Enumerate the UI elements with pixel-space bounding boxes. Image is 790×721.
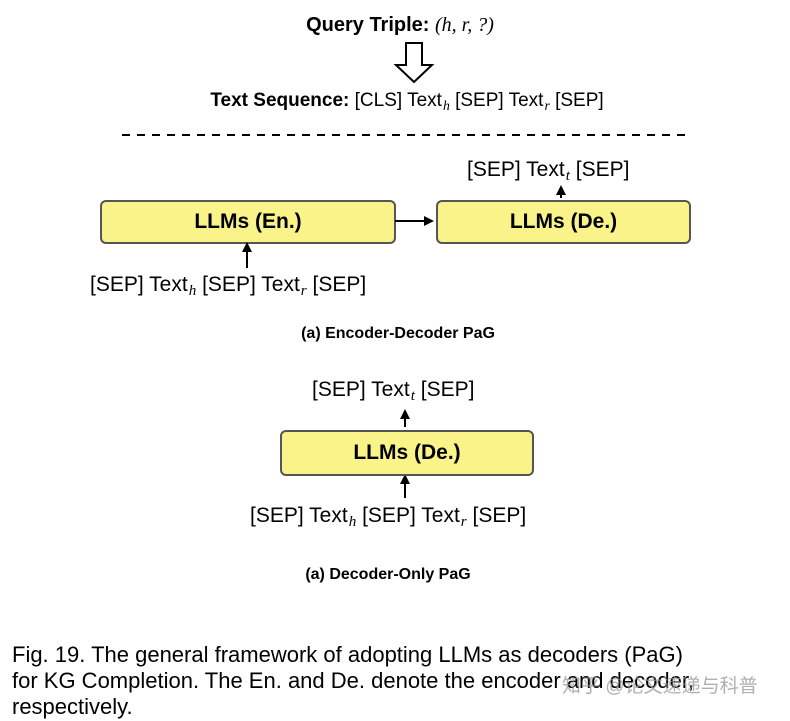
sep-token: [SEP] bbox=[90, 273, 144, 296]
encoder-decoder-input: [SEP] Texth [SEP] Textr [SEP] bbox=[90, 273, 367, 300]
sep-token: [SEP] bbox=[467, 158, 521, 181]
subscript-r: r bbox=[544, 97, 550, 113]
decoder-label: LLMs (De.) bbox=[509, 210, 618, 233]
subscript-t: t bbox=[565, 168, 570, 185]
text-sequence: Text Sequence: [CLS] Texth [SEP] Textr [… bbox=[210, 90, 604, 113]
text-token: Text bbox=[309, 504, 348, 527]
text-token: Text bbox=[407, 90, 442, 111]
sep-token: [SEP] bbox=[555, 90, 604, 111]
cls-token: [CLS] bbox=[354, 90, 403, 111]
sep-token: [SEP] bbox=[472, 504, 527, 527]
encoder-box: LLMs (En.) bbox=[100, 200, 396, 244]
text-token: Text bbox=[261, 273, 300, 296]
figure-caption-line-1: Fig. 19. The general framework of adopti… bbox=[12, 642, 683, 667]
subscript-t: t bbox=[410, 388, 415, 405]
query-triple: Query Triple: (h, r, ?) bbox=[306, 14, 494, 37]
decoder-only-caption: (a) Decoder-Only PaG bbox=[305, 566, 471, 583]
decoder-only-output: [SEP] Textt [SEP] bbox=[312, 378, 475, 405]
text-sequence-label: Text Sequence: bbox=[210, 90, 350, 111]
query-triple-label: Query Triple: bbox=[306, 14, 430, 36]
decoder-only-label: LLMs (De.) bbox=[353, 441, 461, 464]
figure-caption-line-2: for KG Completion. The En. and De. denot… bbox=[12, 668, 695, 693]
subscript-r: r bbox=[300, 283, 307, 300]
text-token: Text bbox=[421, 504, 460, 527]
subscript-r: r bbox=[460, 514, 467, 531]
subscript-h: h bbox=[442, 97, 450, 113]
encoder-decoder-output: [SEP] Textt [SEP] bbox=[467, 158, 630, 185]
figure-caption: Fig. 19. The general framework of adopti… bbox=[12, 642, 782, 720]
text-token: Text bbox=[526, 158, 565, 181]
text-token: Text bbox=[508, 90, 544, 111]
watermark: 知乎 @论文速递与科普 bbox=[562, 676, 758, 697]
sep-token: [SEP] bbox=[250, 504, 304, 527]
decoder-only-box: LLMs (De.) bbox=[280, 430, 534, 476]
text-token: Text bbox=[371, 378, 410, 401]
subscript-h: h bbox=[348, 514, 357, 531]
query-triple-value: (h, r, ?) bbox=[435, 14, 494, 36]
sep-token: [SEP] bbox=[312, 273, 367, 296]
sep-token: [SEP] bbox=[362, 504, 416, 527]
decoder-only-input: [SEP] Texth [SEP] Textr [SEP] bbox=[250, 504, 527, 531]
sep-token: [SEP] bbox=[420, 378, 475, 401]
sep-token: [SEP] bbox=[575, 158, 630, 181]
decoder-box: LLMs (De.) bbox=[436, 200, 691, 244]
encoder-decoder-caption: (a) Encoder-Decoder PaG bbox=[301, 325, 495, 342]
sep-token: [SEP] bbox=[202, 273, 256, 296]
text-token: Text bbox=[149, 273, 188, 296]
sep-token: [SEP] bbox=[455, 90, 504, 111]
encoder-label: LLMs (En.) bbox=[194, 210, 302, 233]
subscript-h: h bbox=[188, 283, 197, 300]
figure-caption-line-3: respectively. bbox=[12, 694, 133, 719]
sep-token: [SEP] bbox=[312, 378, 366, 401]
